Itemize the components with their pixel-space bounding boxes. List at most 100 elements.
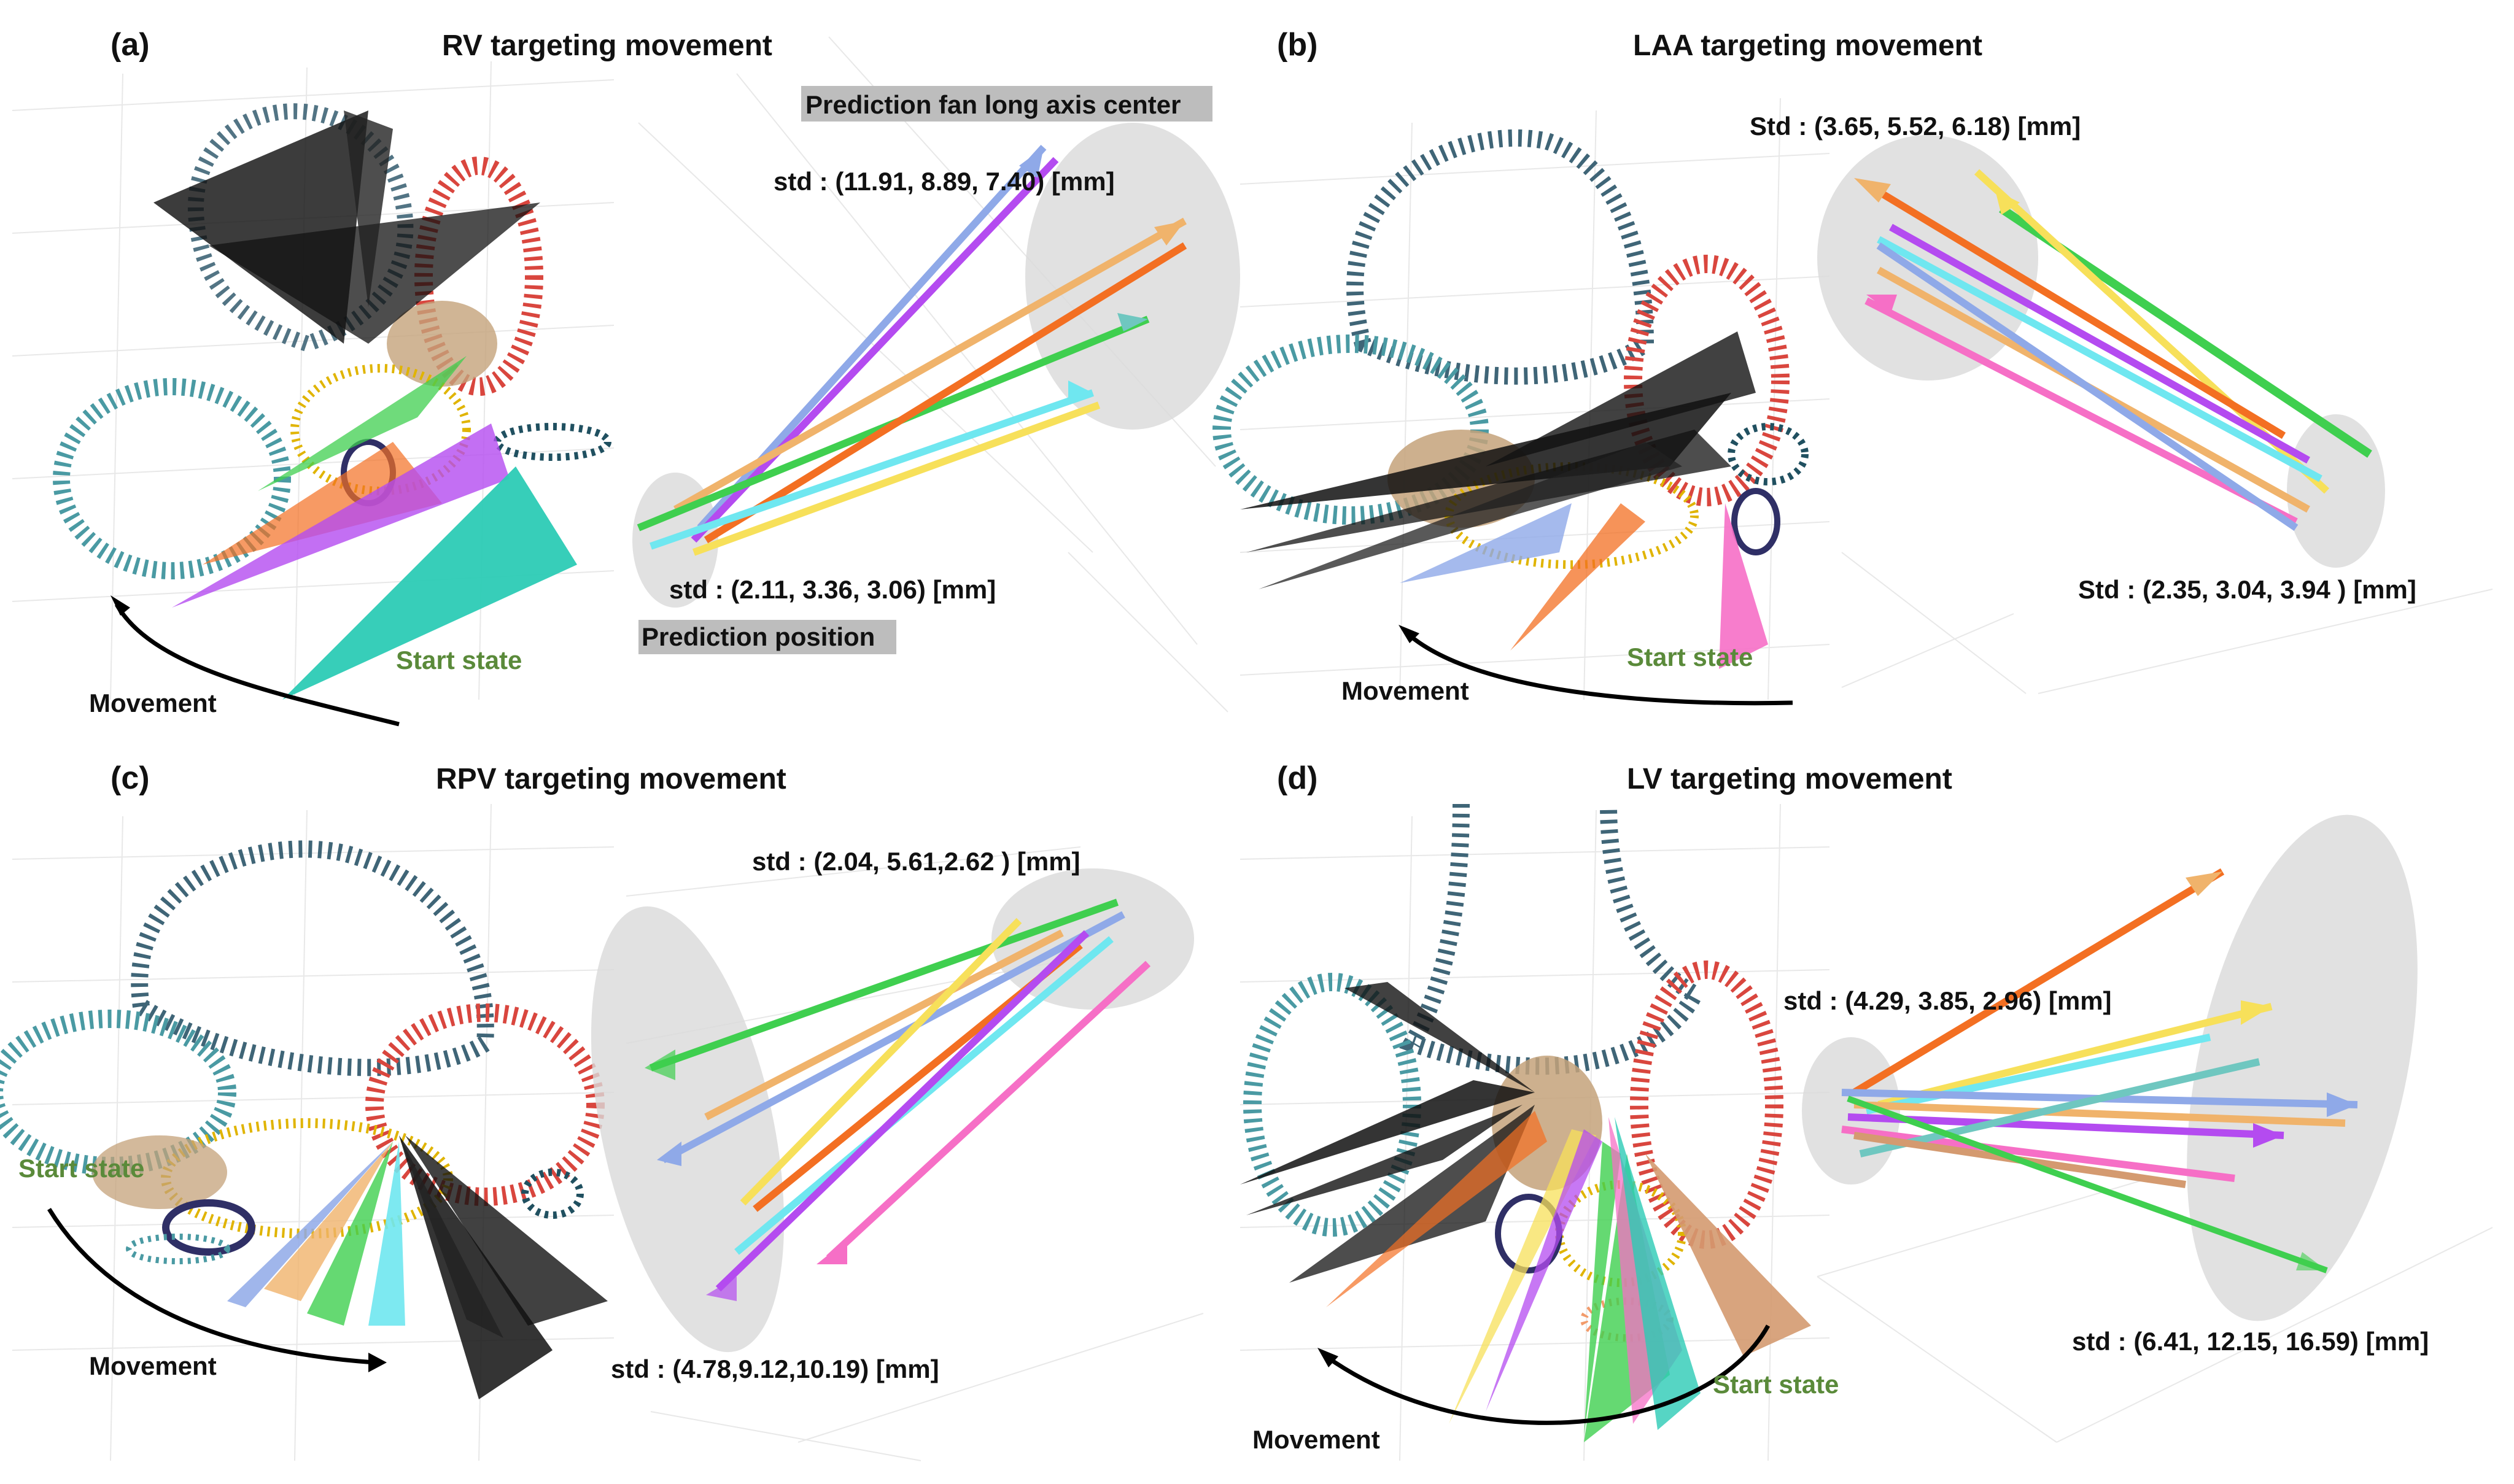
movement-label: Movement bbox=[1341, 676, 1469, 705]
yellow-ring bbox=[1445, 462, 1699, 569]
fan-black bbox=[1246, 1105, 1523, 1215]
panel-label: (b) bbox=[1277, 27, 1317, 63]
direction-arrows-3d bbox=[1802, 814, 2418, 1321]
std-bottom: Std : (2.35, 3.04, 3.94 ) [mm] bbox=[2078, 575, 2416, 604]
panel-title: RPV targeting movement bbox=[436, 763, 786, 795]
fan-black bbox=[399, 1135, 503, 1338]
panel-b: (b) LAA targeting movement Moveme bbox=[1212, 27, 2493, 706]
fan-blue bbox=[1400, 503, 1572, 583]
start-state-label: Start state bbox=[396, 646, 522, 674]
fan-green bbox=[307, 1142, 393, 1326]
direction-arrows-3d bbox=[591, 868, 1194, 1353]
dark-coil bbox=[521, 1169, 584, 1219]
fan-center-ellipse bbox=[2187, 814, 2418, 1321]
grid-lines bbox=[1240, 803, 2493, 1461]
position-ellipse bbox=[591, 906, 785, 1353]
panel-a: (a) RV targeting movement Movemen bbox=[12, 27, 1240, 727]
position-ellipse bbox=[2287, 414, 2385, 568]
fan-orange bbox=[264, 1142, 393, 1301]
red-chamber bbox=[1624, 255, 1790, 506]
fan-orange bbox=[1326, 1111, 1547, 1307]
arrowhead bbox=[1399, 625, 1419, 643]
std-top: std : (11.91, 8.89, 7.40) [mm] bbox=[774, 167, 1115, 196]
panel-label: (d) bbox=[1277, 760, 1317, 796]
fan-cyan bbox=[368, 1142, 405, 1326]
tag-box bbox=[801, 86, 1212, 122]
movement-arrow bbox=[114, 603, 400, 727]
probe-fans bbox=[1240, 331, 1768, 669]
yellow-ring bbox=[290, 364, 471, 495]
arrowhead bbox=[1317, 1348, 1338, 1367]
direction-arrows-3d bbox=[632, 123, 1240, 608]
dark-coil bbox=[1728, 423, 1809, 485]
panel-label: (c) bbox=[111, 760, 150, 796]
fan-green bbox=[1584, 1142, 1621, 1436]
yellow-ring bbox=[1555, 1180, 1686, 1287]
movement-label: Movement bbox=[89, 689, 217, 717]
probe-fans bbox=[1240, 982, 1811, 1442]
teal-coil bbox=[126, 1234, 230, 1264]
fan-blue bbox=[227, 1142, 393, 1307]
std-bottom: std : (2.11, 3.36, 3.06) [mm] bbox=[669, 575, 996, 604]
std-top: std : (2.04, 5.61,2.62 ) [mm] bbox=[752, 847, 1080, 876]
fan-purple bbox=[172, 423, 510, 608]
tan-cone bbox=[387, 301, 497, 387]
arrowhead bbox=[368, 1353, 387, 1372]
fan-teal bbox=[282, 466, 577, 700]
movement-label: Movement bbox=[89, 1351, 217, 1380]
std-top: Std : (3.65, 5.52, 6.18) [mm] bbox=[1750, 112, 2081, 141]
fan-purple bbox=[1486, 1129, 1602, 1412]
navy-ring bbox=[1731, 488, 1780, 555]
tag-fan-center: Prediction fan long axis center bbox=[805, 90, 1181, 119]
fan-orange bbox=[1510, 503, 1645, 651]
teal-chamber bbox=[1243, 973, 1421, 1237]
fan-black bbox=[1240, 1080, 1535, 1184]
panel-title: LAA targeting movement bbox=[1633, 29, 1982, 62]
std-bottom: std : (6.41, 12.15, 16.59) [mm] bbox=[2072, 1327, 2429, 1356]
fan-pink bbox=[1719, 503, 1768, 669]
red-chamber bbox=[365, 1003, 605, 1206]
arrowhead bbox=[111, 595, 130, 616]
fan-black bbox=[209, 203, 540, 344]
tag-box bbox=[638, 620, 896, 654]
fan-black bbox=[1289, 1105, 1535, 1283]
navy-ring bbox=[162, 1199, 255, 1256]
movement-label: Movement bbox=[1252, 1425, 1380, 1454]
fan-black bbox=[344, 110, 393, 307]
fan-tan bbox=[1645, 1154, 1811, 1356]
std-bottom: std : (4.78,9.12,10.19) [mm] bbox=[611, 1355, 939, 1383]
probe-fans bbox=[227, 1135, 608, 1399]
pv-tube bbox=[1346, 129, 1655, 385]
tan-cone bbox=[92, 1135, 227, 1209]
movement-arrow bbox=[47, 1208, 375, 1365]
fan-black bbox=[1344, 982, 1535, 1092]
movement-arrow bbox=[1404, 630, 1793, 706]
red-chamber bbox=[1630, 960, 1783, 1249]
fan-black bbox=[405, 1135, 608, 1326]
pv-tube bbox=[131, 840, 494, 1076]
fan-black bbox=[1486, 331, 1756, 466]
panel-title: RV targeting movement bbox=[442, 29, 772, 62]
panel-label: (a) bbox=[111, 27, 150, 63]
teal-chamber bbox=[1212, 334, 1489, 525]
movement-arrow bbox=[1324, 1324, 1771, 1425]
panel-c: (c) RPV targeting movement bbox=[0, 760, 1204, 1461]
start-state-label: Start state bbox=[18, 1154, 144, 1183]
fan-green bbox=[258, 356, 467, 491]
teal-chamber bbox=[0, 1010, 236, 1175]
std-top: std : (4.29, 3.85, 2.96) [mm] bbox=[1783, 986, 2112, 1015]
start-state-label: Start state bbox=[1627, 643, 1753, 671]
fan-black bbox=[1259, 442, 1682, 589]
direction-arrows-3d bbox=[1817, 135, 2385, 568]
probe-fans bbox=[153, 110, 577, 700]
start-state-label: Start state bbox=[1713, 1370, 1839, 1399]
fan-orange bbox=[203, 442, 442, 565]
panel-d: (d) LV targeting movement bbox=[1240, 760, 2493, 1461]
tag-position: Prediction position bbox=[642, 622, 875, 651]
fan-cyan bbox=[1615, 1117, 1701, 1430]
grid-lines bbox=[1240, 98, 2493, 700]
dark-coil bbox=[494, 423, 611, 461]
fan-black bbox=[399, 1135, 553, 1399]
pv-tube bbox=[1399, 803, 1706, 1075]
